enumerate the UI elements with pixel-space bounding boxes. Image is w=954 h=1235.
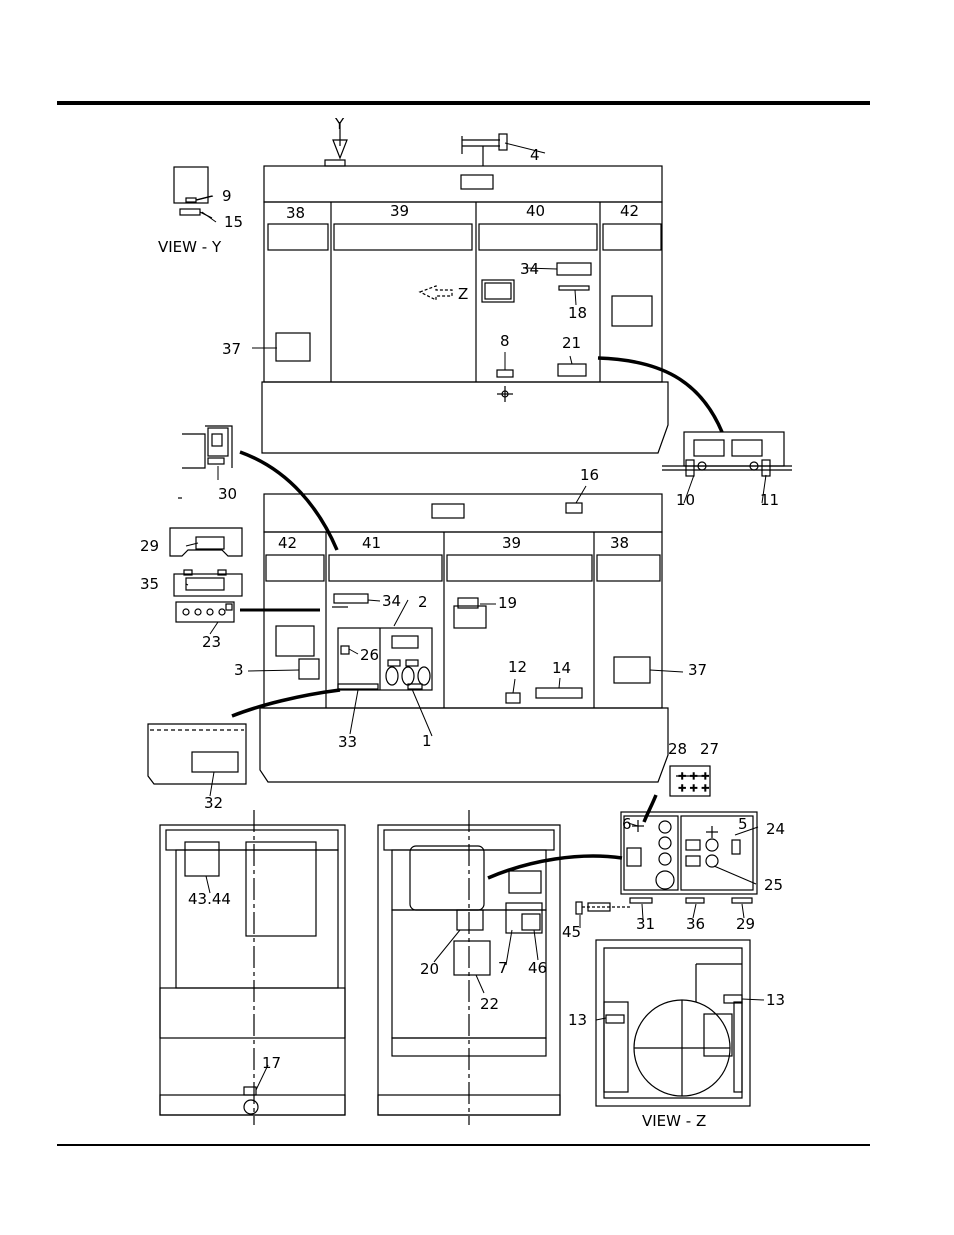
leader-line: [476, 975, 484, 993]
callout-number: 37: [688, 661, 707, 679]
callout-number: 34: [520, 260, 539, 278]
callout-number: 41: [362, 534, 381, 552]
callout-number: 36: [686, 915, 705, 933]
leader-line: [412, 689, 432, 736]
callout-number: 42: [620, 202, 639, 220]
callout-number: 39: [390, 202, 409, 220]
callout-number: 38: [286, 204, 305, 222]
leader-line: [650, 670, 683, 672]
callout-number: 37: [222, 340, 241, 358]
leader-line: [350, 690, 358, 734]
leader-line: [570, 356, 572, 364]
control-panel-detail: [621, 812, 757, 903]
callout-number: 43.44: [188, 890, 231, 908]
callout-number: 3: [234, 661, 244, 679]
arrow-z-label: Z: [458, 285, 468, 303]
panel-detail-35: [174, 570, 242, 596]
leader-line: [349, 649, 358, 654]
callout-number: 27: [700, 740, 719, 758]
callout-number: 22: [480, 995, 499, 1013]
callout-number: 20: [420, 960, 439, 978]
callout-number: 38: [610, 534, 629, 552]
callout-number: 29: [736, 915, 755, 933]
callout-number: 2: [418, 593, 428, 611]
callout-number: 35: [140, 575, 159, 593]
connector-detail-45: [576, 902, 630, 914]
leader-line: [559, 678, 560, 688]
view-z-label: VIEW - Z: [642, 1112, 706, 1130]
callout-number: 1: [422, 732, 432, 750]
leader-line: [248, 670, 299, 671]
callout-number: 5: [738, 815, 748, 833]
callout-number: 10: [676, 491, 695, 509]
callout-number: 40: [526, 202, 545, 220]
callout-number: 17: [262, 1054, 281, 1072]
callout-number: 19: [498, 594, 517, 612]
middle-machine-view: [260, 494, 668, 782]
side-view-left: [160, 810, 345, 1125]
svg-text:+ + +: + + +: [678, 771, 710, 782]
leader-line: [534, 930, 538, 960]
callout-number: 42: [278, 534, 297, 552]
callout-number: 28: [668, 740, 687, 758]
panel-detail-23: [176, 602, 234, 622]
callout-number: 29: [140, 537, 159, 555]
view-z-detail: [596, 940, 750, 1106]
callout-number: 31: [636, 915, 655, 933]
callout-number: 13: [766, 991, 785, 1009]
switch-detail-10-11: [662, 432, 792, 476]
callout-number: 45: [562, 923, 581, 941]
leader-line: [714, 866, 756, 884]
svg-text:+ + +: + + +: [678, 783, 710, 794]
callout-number: 30: [218, 485, 237, 503]
callout-number: 6: [622, 815, 632, 833]
callout-number: 39: [502, 534, 521, 552]
callout-number: 8: [500, 332, 510, 350]
callout-number: 12: [508, 658, 527, 676]
callout-number: 11: [760, 491, 779, 509]
leader-line: [197, 196, 213, 200]
callout-number: 15: [224, 213, 243, 231]
leader-line: [434, 930, 460, 962]
callout-number: 21: [562, 334, 581, 352]
callout-number: 32: [204, 794, 223, 812]
view-y-inset: [174, 167, 212, 218]
callout-number: 23: [202, 633, 221, 651]
callout-number: 4: [530, 146, 540, 164]
callout-number: 14: [552, 659, 571, 677]
callout-number: 7: [498, 959, 508, 977]
callout-number: 46: [528, 959, 547, 977]
callout-number: 25: [764, 876, 783, 894]
callout-number: 34: [382, 592, 401, 610]
callout-number: 18: [568, 304, 587, 322]
leader-line: [742, 999, 764, 1000]
leader-line: [368, 600, 380, 601]
callout-number: 24: [766, 820, 785, 838]
cover-detail-32: [148, 724, 246, 784]
panel-detail-27-28: + + + + + +: [670, 766, 710, 796]
leader-line: [513, 679, 515, 693]
leader-line: [575, 290, 576, 305]
panel-detail-29: [170, 528, 242, 556]
arrow-y-label: Y: [334, 115, 345, 133]
callout-number: 33: [338, 733, 357, 751]
callout-number: 9: [222, 187, 232, 205]
leader-line: [202, 212, 216, 222]
view-y-label: VIEW - Y: [158, 238, 222, 256]
callout-number: 13: [568, 1011, 587, 1029]
callout-number: 26: [360, 646, 379, 664]
callout-number: 16: [580, 466, 599, 484]
